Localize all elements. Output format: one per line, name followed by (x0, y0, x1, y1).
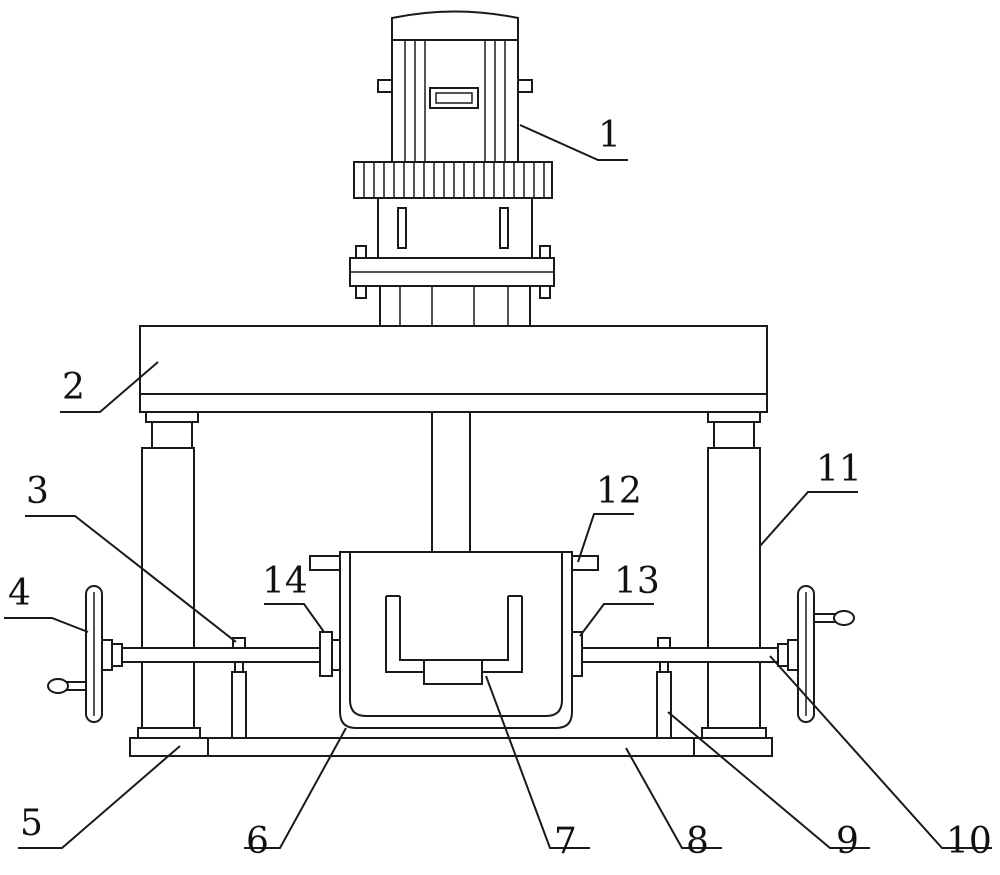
base-plate (129, 737, 773, 757)
top-beam (139, 325, 768, 413)
right-column-cap (707, 411, 761, 423)
beam-body (139, 325, 768, 413)
callout-2: 2 (62, 367, 85, 408)
left-column (137, 411, 201, 739)
paddle-left-outer (385, 596, 426, 673)
left-handle-knob (47, 678, 69, 694)
housing-slot-left (397, 207, 407, 249)
right-rod-nut (657, 637, 671, 649)
right-support-neck (659, 661, 669, 673)
mixing-vessel (309, 551, 599, 729)
leader-9 (667, 711, 870, 849)
flange-bolt-3 (355, 285, 367, 299)
right-column-sleeve (707, 447, 761, 729)
left-column-foot (137, 727, 201, 739)
left-screw-rod (119, 647, 331, 663)
right-base-foot (693, 737, 773, 757)
flange-bolt-2 (539, 245, 551, 259)
motor-nameplate (429, 87, 479, 109)
vessel-right-lug (569, 555, 599, 571)
vessel-outer (339, 551, 573, 729)
right-support-post (656, 671, 672, 739)
motor-base-block (379, 285, 531, 327)
left-clamp-flange (319, 631, 333, 677)
right-hub (787, 639, 799, 671)
nameplate-inner (435, 92, 473, 104)
callout-6: 6 (246, 821, 269, 862)
right-handle-knob (833, 610, 855, 626)
right-screw-rod (581, 647, 791, 663)
leader-4 (4, 617, 89, 633)
flange-bolt-4 (539, 285, 551, 299)
motor-right-lug (517, 79, 533, 93)
leader-lines (4, 124, 992, 849)
callout-10: 10 (946, 821, 992, 862)
callout-7: 7 (554, 821, 577, 862)
gear-ring (353, 161, 553, 199)
callout-11: 11 (816, 449, 862, 490)
callout-13: 13 (614, 561, 660, 602)
callout-5: 5 (20, 803, 43, 844)
stirring-paddle (385, 595, 523, 685)
callout-9: 9 (836, 821, 859, 862)
left-handwheel (47, 585, 123, 723)
callout-3: 3 (26, 471, 49, 512)
housing-slot-right (499, 207, 509, 249)
leader-11 (759, 491, 858, 547)
leader-12 (577, 513, 634, 563)
flange-bolt-1 (355, 245, 367, 259)
leader-8 (625, 747, 722, 849)
left-screw-assembly (119, 631, 341, 739)
left-clamp-pad (331, 639, 341, 671)
leader-2 (60, 361, 159, 413)
vessel-left-lug (309, 555, 341, 571)
left-support-neck (234, 661, 244, 673)
paddle-left-inner (399, 596, 426, 661)
motor-left-lug (377, 79, 393, 93)
motor (349, 10, 555, 327)
left-rod-nut (232, 637, 246, 649)
right-handwheel (777, 585, 855, 723)
right-column (701, 411, 767, 739)
leader-13 (579, 603, 654, 637)
callout-4: 4 (8, 573, 31, 614)
right-column-foot (701, 727, 767, 739)
vessel-inner-wall (349, 552, 563, 717)
leader-5 (18, 745, 181, 849)
paddle-right-outer (482, 596, 523, 673)
leader-14 (264, 603, 325, 633)
motor-cap (391, 10, 519, 41)
callout-8: 8 (686, 821, 709, 862)
callout-12: 12 (596, 471, 642, 512)
right-screw-assembly (563, 631, 791, 739)
left-support-post (231, 671, 247, 739)
leader-1 (519, 124, 628, 161)
leader-6 (244, 727, 347, 849)
callout-14: 14 (262, 561, 308, 602)
right-column-rod (713, 421, 755, 449)
leader-7 (485, 675, 590, 849)
leader-10 (769, 655, 992, 849)
paddle-hub (423, 659, 483, 685)
left-column-cap (145, 411, 199, 423)
left-base-foot (129, 737, 209, 757)
leader-3 (25, 515, 237, 643)
callout-1: 1 (598, 115, 621, 156)
paddle-right-inner (482, 596, 509, 661)
left-hub (101, 639, 113, 671)
motor-cooling-fins (404, 40, 506, 162)
left-column-rod (151, 421, 193, 449)
gear-teeth (363, 162, 545, 198)
